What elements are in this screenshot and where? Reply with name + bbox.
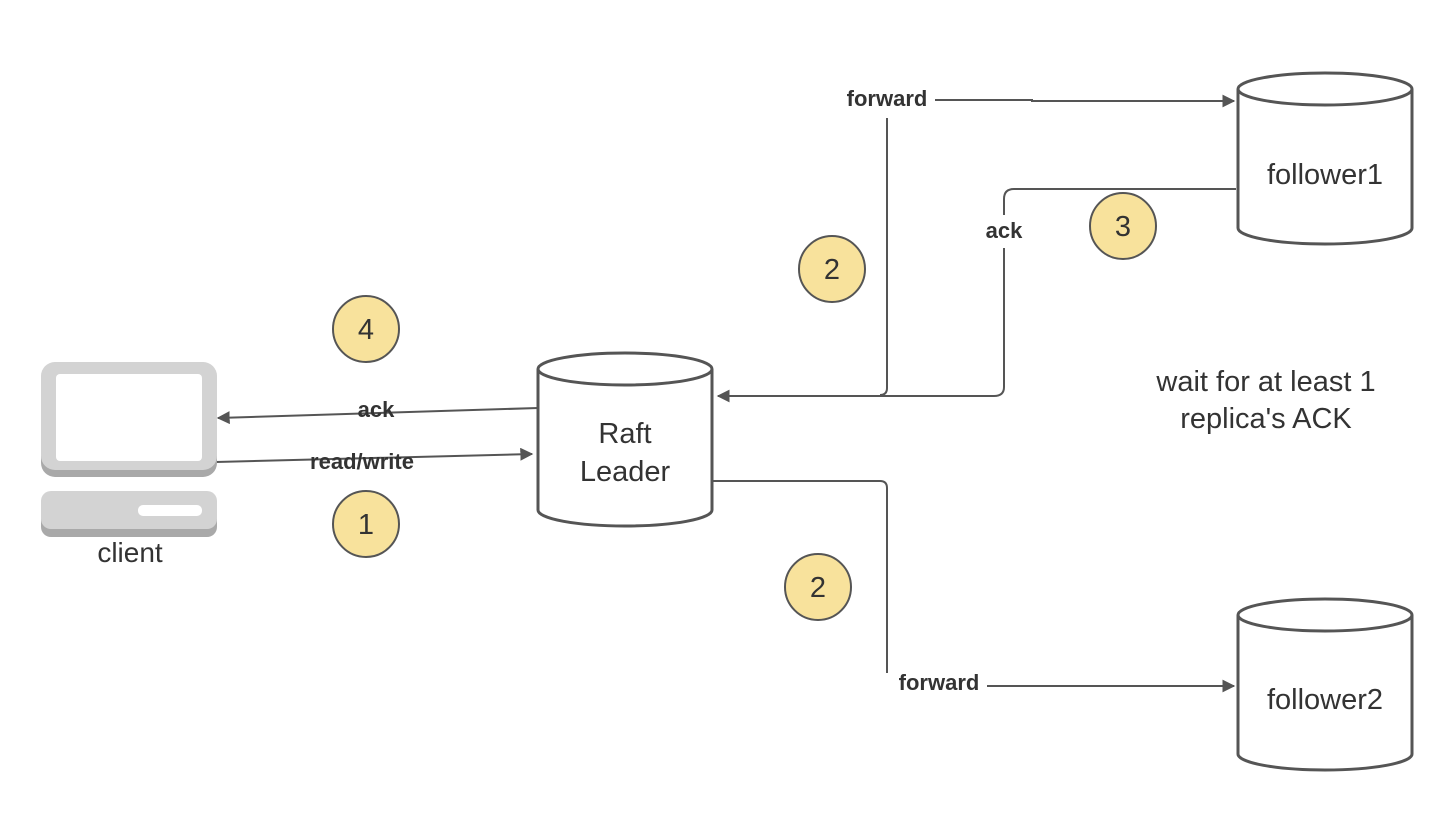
svg-text:2: 2 <box>810 572 826 604</box>
step-badge-3: 3 <box>1089 192 1157 260</box>
raft-leader-label-line1: Raft <box>598 418 651 450</box>
step-badge-1: 1 <box>332 490 400 558</box>
client-ack-arrow <box>216 407 539 425</box>
client-laptop-icon <box>41 362 217 537</box>
forward-follower1-arrow <box>879 100 1234 396</box>
raft-leader-label-line2: Leader <box>580 456 671 488</box>
svg-text:2: 2 <box>824 254 840 286</box>
svg-text:4: 4 <box>358 314 374 346</box>
step-badge-2-top: 2 <box>798 235 866 303</box>
follower2-label: follower2 <box>1267 684 1383 716</box>
client-label: client <box>97 537 163 568</box>
step-badge-2-bottom: 2 <box>784 553 852 621</box>
svg-text:3: 3 <box>1115 211 1131 243</box>
note-line-1: wait for at least 1 <box>1155 366 1375 398</box>
follower1-label: follower1 <box>1267 159 1383 191</box>
forward-follower2-arrow <box>712 480 1234 686</box>
svg-text:1: 1 <box>358 509 374 541</box>
follower1-database-icon <box>1236 71 1414 246</box>
follower2-database-icon <box>1236 597 1414 772</box>
follower1-ack-label: ack <box>986 218 1023 243</box>
follower1-ack-arrow <box>718 188 1236 396</box>
note-line-2: replica's ACK <box>1180 403 1352 435</box>
client-ack-label: ack <box>358 397 395 422</box>
step-badge-4: 4 <box>332 295 400 363</box>
request-arrow <box>215 447 534 463</box>
forward-follower1-label: forward <box>847 86 928 111</box>
raft-leader-database-icon <box>536 351 714 528</box>
forward-follower2-label: forward <box>899 670 980 695</box>
request-label: read/write <box>310 449 414 474</box>
